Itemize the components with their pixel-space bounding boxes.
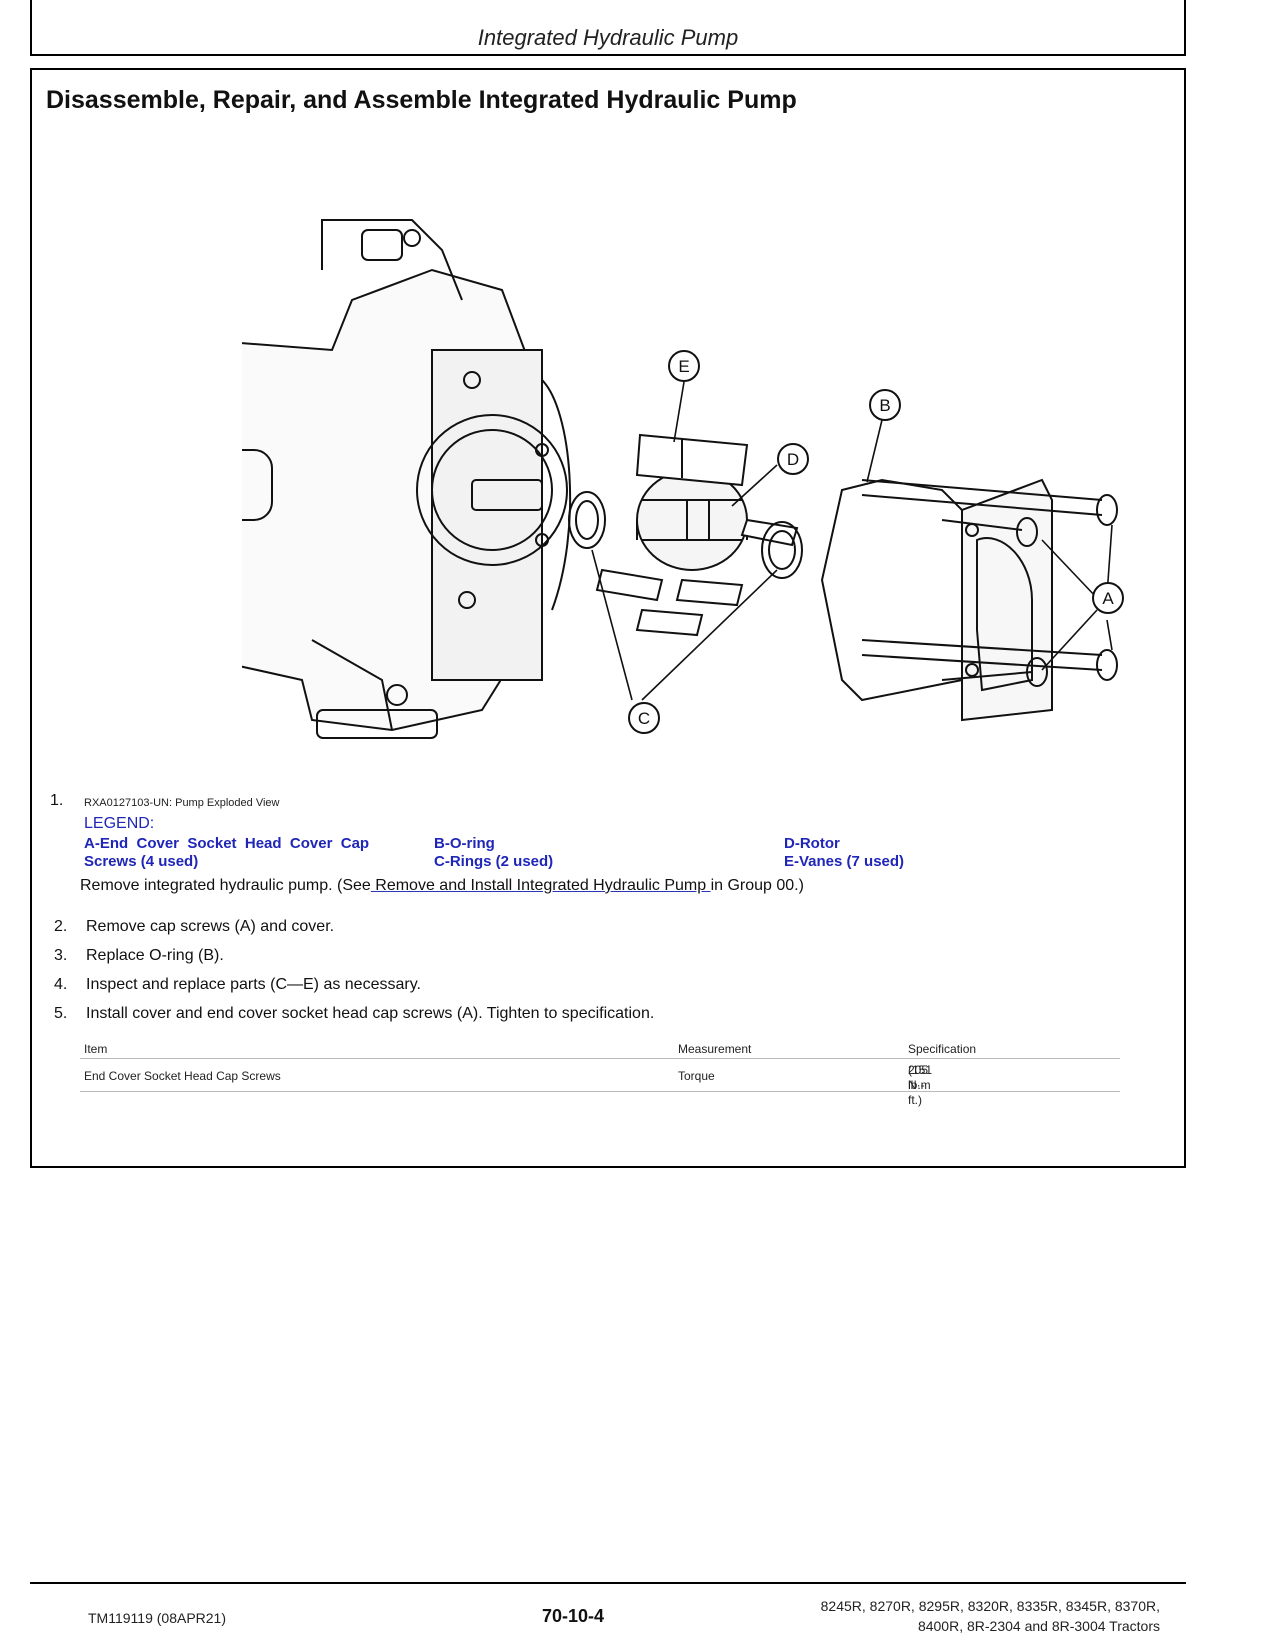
c-ring-left: [568, 491, 606, 549]
callout-b: B: [869, 389, 901, 421]
spec-header-item: Item: [84, 1042, 108, 1056]
legend-title: LEGEND:: [84, 815, 155, 832]
figure-number: 1.: [50, 792, 64, 809]
spec-item: End Cover Socket Head Cap Screws: [84, 1069, 281, 1083]
specification-table: Item Measurement Specification End Cover…: [80, 1040, 1120, 1107]
pump-exploded-view-figure: E B D A C: [121, 210, 1202, 780]
legend-item-b: B-O-ring: [434, 835, 495, 852]
end-cover: [961, 478, 1053, 722]
footer-models-line1: 8245R, 8270R, 8295R, 8320R, 8335R, 8345R…: [820, 1598, 1160, 1614]
step-1-text-before: Remove integrated hydraulic pump. (See: [80, 877, 371, 894]
spec-value-metric: 205 N·m: [908, 1063, 931, 1092]
step-3-text: Replace O-ring (B).: [86, 947, 224, 964]
vanes: [595, 433, 799, 637]
footer-models: 8245R, 8270R, 8295R, 8320R, 8335R, 8345R…: [821, 1596, 1160, 1636]
step-2-text: Remove cap screws (A) and cover.: [86, 918, 335, 935]
svg-text:A: A: [1102, 589, 1114, 608]
cap-screws: [861, 479, 1118, 687]
footer-manual-id: TM119119 (08APR21): [88, 1610, 226, 1626]
callout-c: C: [628, 702, 660, 734]
step-2: 2. Remove cap screws (A) and cover.: [54, 918, 334, 936]
legend-item-d: D-Rotor: [784, 835, 840, 852]
pump-exploded-view-drawing: E B D A C: [121, 219, 1124, 739]
step-4: 4. Inspect and replace parts (C—E) as nec…: [54, 976, 421, 994]
c-ring-right: [761, 521, 803, 579]
spec-header-specification: Specification: [908, 1042, 977, 1056]
step-1: Remove integrated hydraulic pump. (See R…: [80, 877, 804, 895]
header-title: Integrated Hydraulic Pump: [477, 25, 739, 50]
callout-e: E: [668, 350, 700, 382]
svg-text:E: E: [678, 357, 689, 376]
spec-measurement: Torque: [678, 1069, 715, 1083]
step-5-text: Install cover and end cover socket head …: [86, 1005, 655, 1022]
spec-table-header: Item Measurement Specification: [80, 1040, 1120, 1059]
callout-a: A: [1092, 582, 1124, 614]
step-2-number: 2.: [54, 918, 68, 935]
footer-models-line2: 8400R, 8R-2304 and 8R-3004 Tractors: [917, 1618, 1160, 1634]
legend-item-a: A-End Cover Socket Head Cover Cap: [84, 835, 370, 852]
footer-page-number: 70-10-4: [542, 1606, 605, 1626]
svg-text:D: D: [787, 450, 799, 469]
remove-install-pump-link[interactable]: Remove and Install Integrated Hydraulic …: [370, 877, 711, 894]
step-4-number: 4.: [54, 976, 68, 993]
section-title: Disassemble, Repair, and Assemble Integr…: [46, 86, 797, 114]
legend-item-c: C-Rings (2 used): [434, 853, 554, 870]
content-panel: Disassemble, Repair, and Assemble Integr…: [30, 68, 1186, 1168]
callout-d: D: [777, 443, 809, 475]
legend-item-a-cont: Screws (4 used): [84, 853, 199, 870]
step-1-text-after: in Group 00.): [710, 877, 804, 894]
page-header: Integrated Hydraulic Pump: [30, 0, 1186, 56]
svg-text:C: C: [638, 709, 650, 728]
step-5: 5. Install cover and end cover socket hea…: [54, 1005, 654, 1023]
step-4-text: Inspect and replace parts (C—E) as neces…: [86, 976, 421, 993]
step-3-number: 3.: [54, 947, 68, 964]
rotor: [636, 469, 748, 571]
pump-housing: [121, 219, 572, 739]
legend-item-e: E-Vanes (7 used): [784, 853, 905, 870]
spec-value-imperial: (151 lb.-ft.): [908, 1063, 933, 1107]
spec-table-row: End Cover Socket Head Cap Screws Torque …: [80, 1059, 1120, 1107]
o-ring: [820, 478, 963, 702]
footer-divider: [30, 1582, 1186, 1584]
step-3: 3. Replace O-ring (B).: [54, 947, 224, 965]
spec-header-measurement: Measurement: [678, 1042, 752, 1056]
step-5-number: 5.: [54, 1005, 68, 1022]
figure-caption: RXA0127103-UN: Pump Exploded View: [84, 797, 280, 809]
svg-text:B: B: [879, 396, 890, 415]
